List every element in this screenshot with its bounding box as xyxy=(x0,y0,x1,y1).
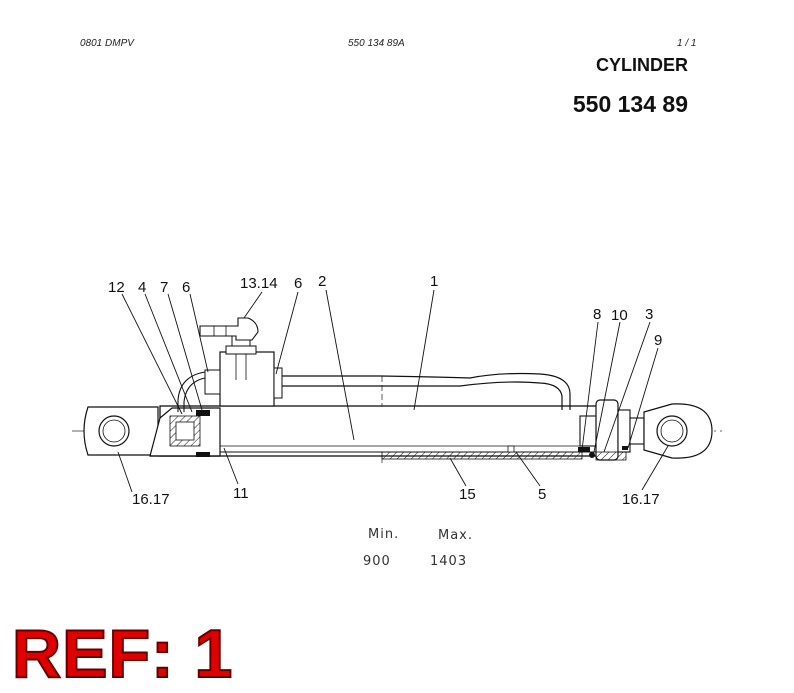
callout-8: 8 xyxy=(593,306,601,323)
callout-3: 3 xyxy=(645,306,653,323)
callout-6-right: 6 xyxy=(294,275,302,292)
valve-block xyxy=(204,335,283,407)
callout-11: 11 xyxy=(233,485,249,502)
callout-6-left: 6 xyxy=(182,279,190,296)
piston-head xyxy=(149,407,221,457)
callout-13-14: 13.14 xyxy=(240,275,278,292)
reference-label: REF: 1 xyxy=(11,616,234,692)
callout-12: 12 xyxy=(108,279,125,296)
drawing-title: CYLINDER xyxy=(595,55,688,75)
hydraulic-tube xyxy=(282,372,571,410)
callout-9: 9 xyxy=(654,332,662,349)
callout-5: 5 xyxy=(538,486,546,503)
callout-16-17-right: 16.17 xyxy=(622,491,660,508)
callout-1: 1 xyxy=(430,273,438,290)
max-value: 1403 xyxy=(430,554,467,569)
callout-7: 7 xyxy=(160,279,168,296)
page-number: 1 / 1 xyxy=(677,38,697,49)
drawing-code: 550 134 89A xyxy=(348,38,405,49)
right-clevis-eye xyxy=(629,403,713,459)
callout-16-17-left: 16.17 xyxy=(132,491,170,508)
callout-4: 4 xyxy=(138,279,146,296)
leader-lines xyxy=(117,289,669,493)
callout-15: 15 xyxy=(459,486,476,503)
elbow-fitting xyxy=(199,317,259,341)
small-pipe xyxy=(177,371,206,412)
callout-2: 2 xyxy=(318,273,326,290)
document-code: 0801 DMPV xyxy=(80,38,134,49)
part-number: 550 134 89 xyxy=(572,91,688,117)
left-clevis-eye xyxy=(83,406,159,456)
max-label: Max. xyxy=(438,528,473,543)
cylinder-barrel xyxy=(159,405,601,460)
min-value: 900 xyxy=(363,554,391,569)
callout-10: 10 xyxy=(611,307,628,324)
min-label: Min. xyxy=(368,527,399,542)
